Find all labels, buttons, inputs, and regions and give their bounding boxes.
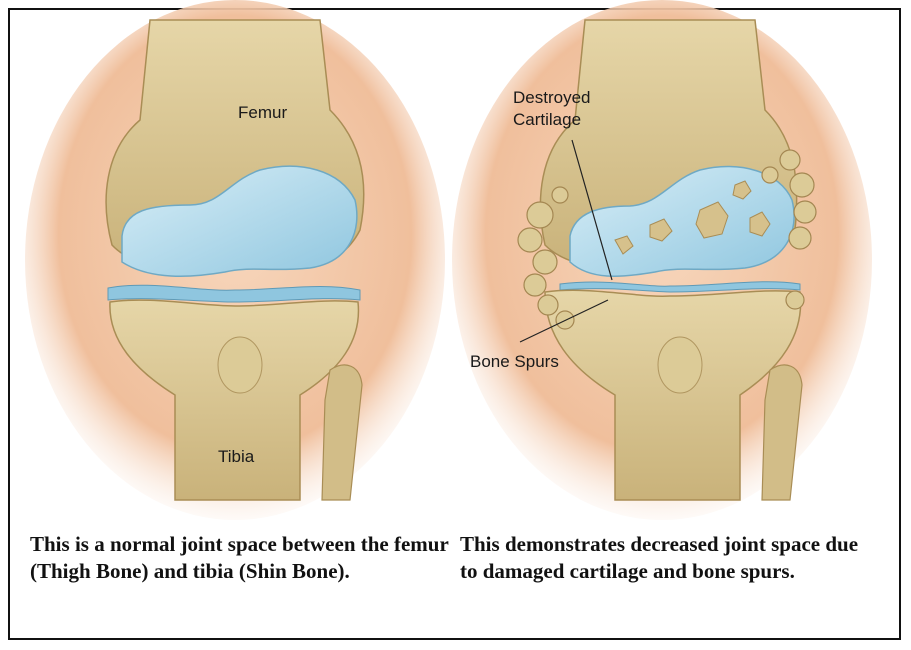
normal-knee-illustration: Femur Tibia [25,0,445,520]
bone-spur [786,291,804,309]
bone-spur [533,250,557,274]
bone-spur [552,187,568,203]
arthritic-knee-illustration: Destroyed Cartilage Bone Spurs [452,0,872,520]
bone-spur [762,167,778,183]
bone-spur [518,228,542,252]
bone-spur [538,295,558,315]
tibia-label: Tibia [218,447,255,466]
destroyed-cartilage-label-line1: Destroyed [513,88,590,107]
bone-spur [794,201,816,223]
normal-fibula-bone [322,365,362,500]
bone-spur [780,150,800,170]
bone-spur [527,202,553,228]
femur-label: Femur [238,103,287,122]
normal-knee-caption: This is a normal joint space between the… [30,531,450,585]
arthritic-knee-caption: This demonstrates decreased joint space … [460,531,880,585]
bone-spurs-label: Bone Spurs [470,352,559,371]
bone-spur [790,173,814,197]
bone-spur [524,274,546,296]
arthritic-fibula-bone [762,365,802,500]
normal-tibial-tubercle [218,337,262,393]
arthritic-tibial-tubercle [658,337,702,393]
destroyed-cartilage-label-line2: Cartilage [513,110,581,129]
bone-spur [789,227,811,249]
